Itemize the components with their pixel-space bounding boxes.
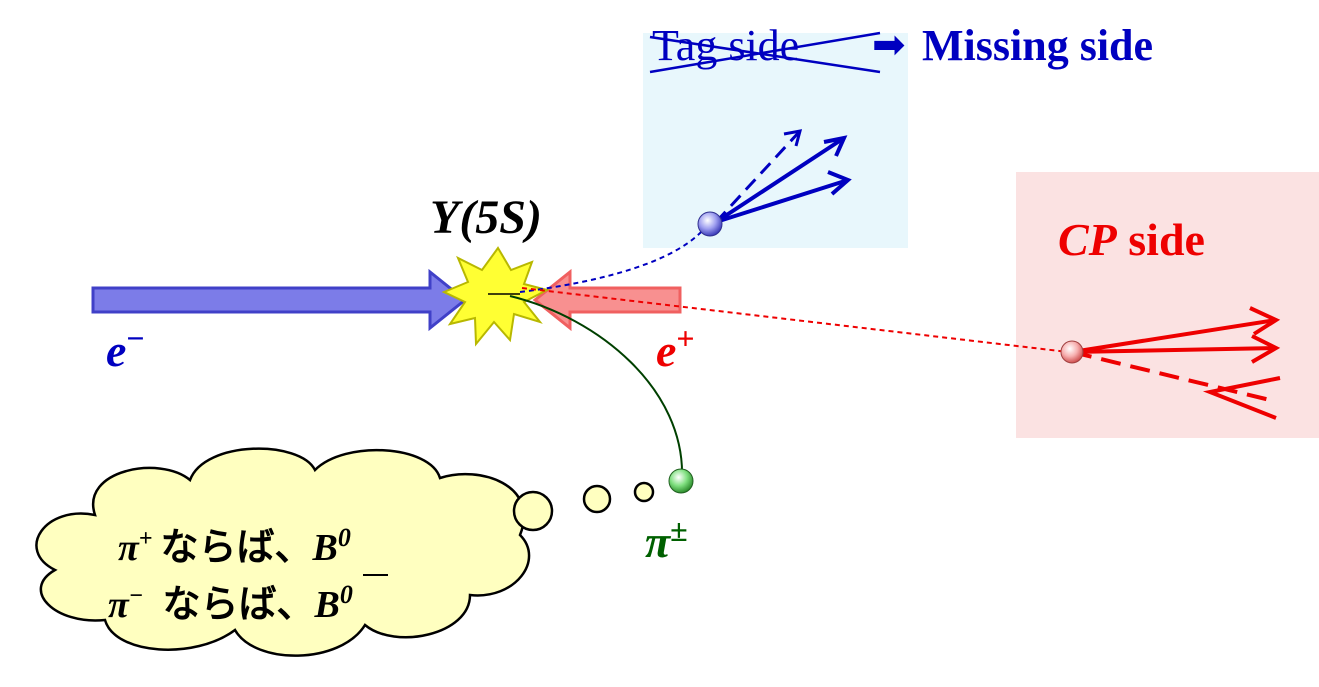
cp-side-region	[1016, 172, 1319, 438]
electron-label: e−	[106, 320, 145, 376]
tag-b-meson-particle-icon	[697, 211, 723, 237]
thought-cloud-icon	[35, 447, 655, 657]
cp-b-meson-particle-icon	[1060, 340, 1084, 364]
right-arrow-icon: ➡	[872, 22, 906, 68]
pion-sign: ±	[670, 512, 688, 548]
strikethrough-mark	[649, 31, 881, 74]
side-label: side	[1117, 214, 1205, 265]
cp-b-flight-path	[521, 287, 1069, 353]
pion-track	[509, 295, 684, 479]
missing-side-label: Missing side	[922, 21, 1153, 70]
tag-side-decay-products	[714, 129, 852, 224]
positron-label: e+	[656, 320, 695, 376]
positron-beam-arrow	[532, 268, 682, 332]
bubble-line-2: π− ならば、B0	[108, 580, 353, 626]
cp-side-decay-products	[1071, 306, 1281, 420]
electron-beam-arrow	[91, 268, 468, 332]
bubble-line-1: π+ならば、B0	[118, 523, 351, 569]
thought-dot-large	[512, 490, 554, 532]
tag-b-flight-path	[519, 223, 709, 293]
electron-sign: −	[126, 320, 144, 356]
positron-sign: +	[676, 320, 694, 356]
tag-side-label: Tag side	[652, 21, 799, 70]
pion-label: π±	[645, 512, 688, 567]
thought-dot-medium	[582, 484, 612, 514]
resonance-label: Y(5S)	[430, 191, 542, 244]
thought-dot-small	[633, 481, 655, 503]
collision-burst-icon	[441, 246, 550, 347]
cp-label: CP	[1058, 214, 1118, 265]
pion-particle-icon	[668, 468, 694, 494]
cp-side-label: CP side	[1058, 214, 1205, 265]
